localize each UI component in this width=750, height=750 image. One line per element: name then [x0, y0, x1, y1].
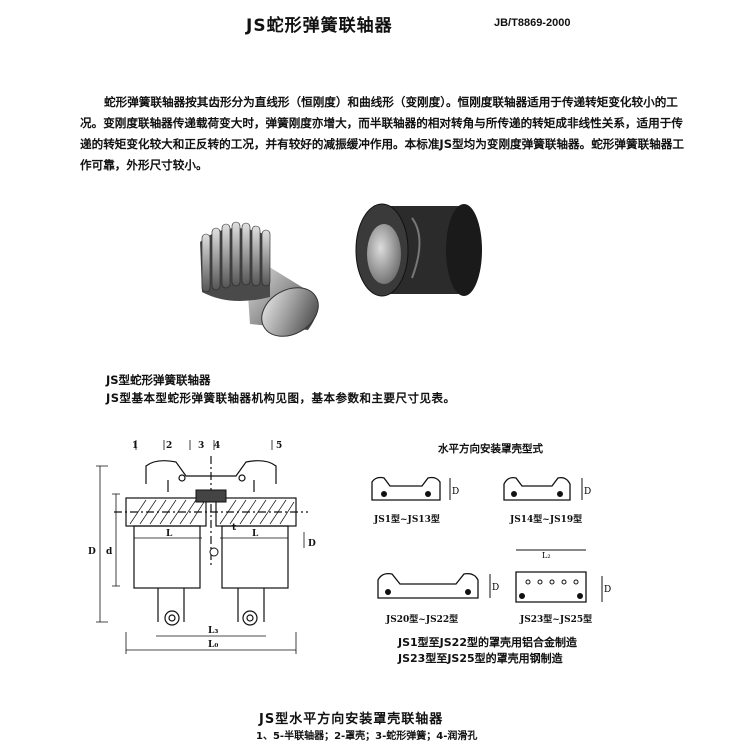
part-label-1: 1 [132, 441, 138, 451]
intro-paragraph: 蛇形弹簧联轴器按其齿形分为直线形（恒刚度）和曲线形（变刚度）。恒刚度联轴器适用于… [80, 95, 684, 172]
caption-line-1: JS型蛇形弹簧联轴器 [106, 373, 211, 387]
variant-js23-js25: L₂ D [515, 549, 611, 603]
svg-text:D: D [604, 585, 611, 595]
material-note-1: JS1型至JS22型的罩壳用铝合金制造 [398, 636, 577, 649]
caption-line-2: JS型基本型蛇形弹簧联轴器机构见图，基本参数和主要尺寸见表。 [106, 391, 456, 405]
variant-js20-js22: D [377, 572, 499, 599]
part-label-2: 2 [166, 441, 172, 451]
dim-d: d [106, 547, 113, 557]
variant-label-4: JS23型~JS25型 [520, 615, 593, 625]
drawing-title: JS型水平方向安装罩壳联轴器 [259, 712, 444, 727]
page-title: JS蛇形弹簧联轴器 [246, 16, 393, 36]
standard-number: JB/T8869-2000 [494, 17, 571, 29]
svg-text:D: D [492, 583, 499, 593]
material-note-2: JS23型至JS25型的罩壳用钢制造 [398, 652, 563, 665]
parts-legend: 1、5-半联轴器；2-罩壳；3-蛇形弹簧；4-润滑孔 [256, 731, 478, 742]
variants-title: 水平方向安装罩壳型式 [438, 443, 543, 455]
part-label-4: 4 [214, 441, 220, 451]
svg-text:D: D [452, 487, 459, 497]
svg-text:D: D [584, 487, 591, 497]
spring-coupling-photo [200, 221, 319, 337]
dim-D: D [88, 547, 96, 557]
variant-label-1: JS1型~JS13型 [374, 515, 440, 525]
dim-L-right: L [252, 529, 259, 539]
dim-D2: D [308, 539, 316, 549]
variant-js1-js13: D [371, 476, 459, 501]
variant-js14-js19: D [503, 476, 591, 501]
dim-t: t [232, 523, 237, 533]
covered-coupling-photo [355, 203, 482, 297]
part-label-3: 3 [198, 441, 204, 451]
dim-L0: L₀ [208, 640, 218, 650]
coupling-section-drawing: 1 2 3 4 5 D d L L t D L₃ L₀ [88, 440, 316, 654]
dim-L-left: L [166, 529, 173, 539]
svg-text:L₂: L₂ [542, 551, 551, 560]
variant-label-2: JS14型~JS19型 [510, 515, 583, 525]
dim-L3: L₃ [208, 626, 218, 636]
variant-label-3: JS20型~JS22型 [386, 615, 459, 625]
part-label-5: 5 [276, 441, 282, 451]
